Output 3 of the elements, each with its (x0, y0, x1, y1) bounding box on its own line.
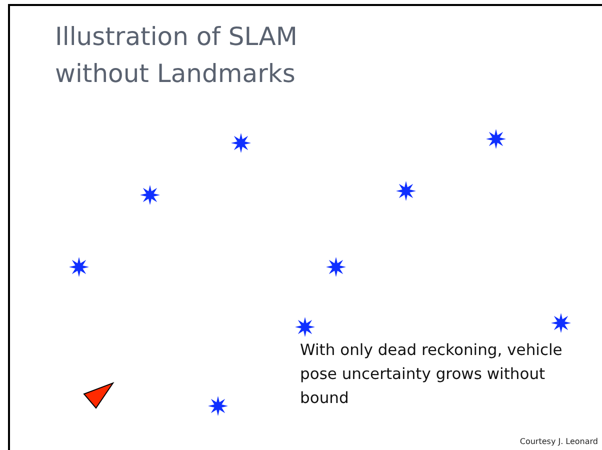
credit-text: Courtesy J. Leonard (520, 437, 598, 446)
slide-title: Illustration of SLAM without Landmarks (55, 21, 298, 90)
note-text: With only dead reckoning, vehicle pose uncertainty grows without bound (300, 340, 564, 409)
